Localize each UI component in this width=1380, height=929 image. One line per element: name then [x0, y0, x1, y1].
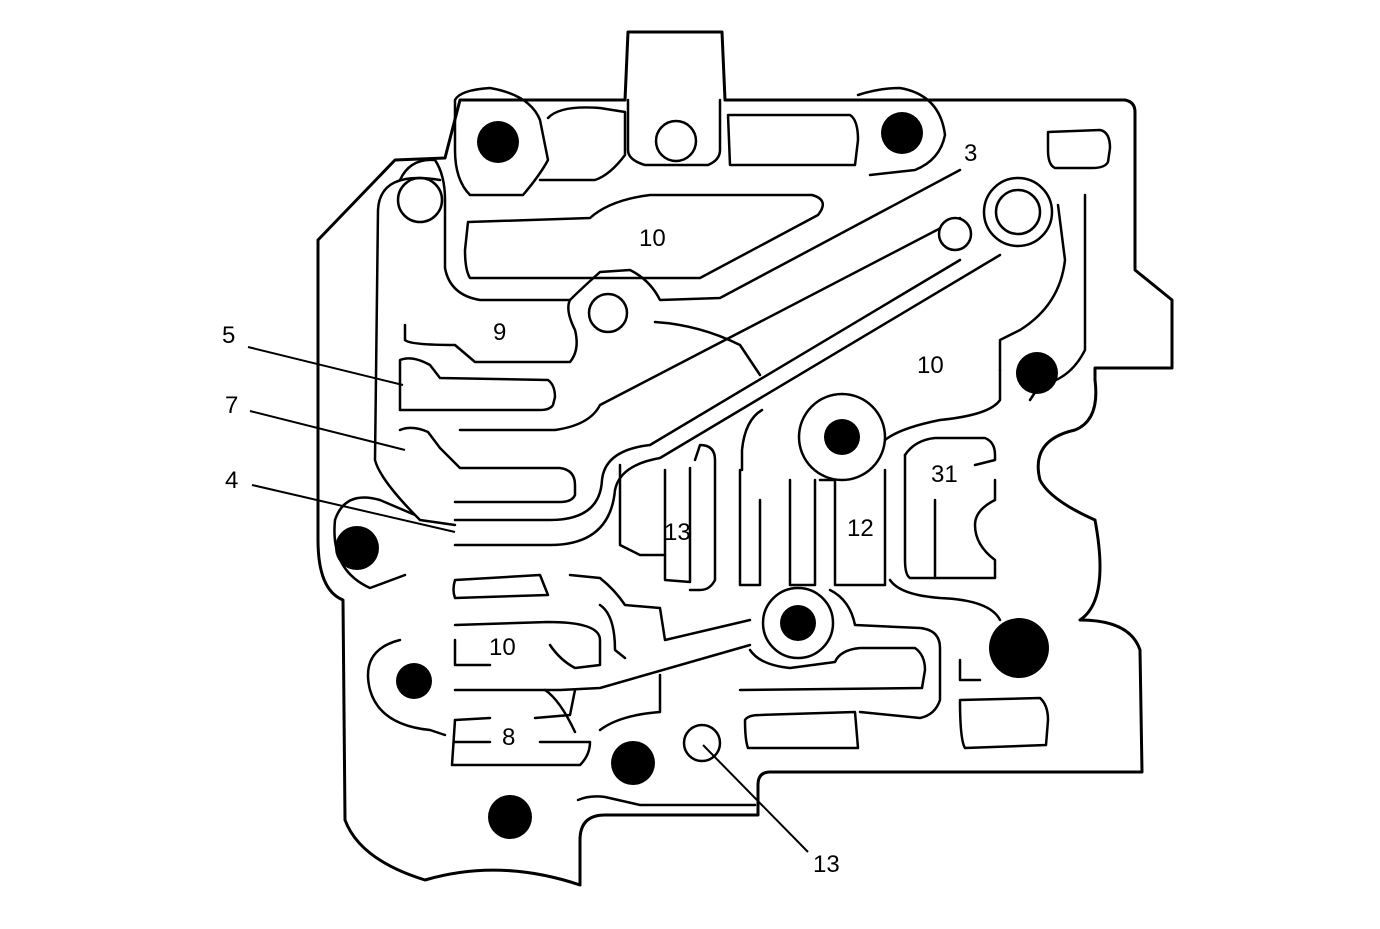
bolt-hole	[611, 741, 655, 785]
leader-line-4	[251, 484, 456, 533]
area-label-10-top: 10	[639, 225, 666, 252]
bolt-hole	[1016, 352, 1058, 394]
open-hole	[937, 216, 973, 252]
bolt-hole	[396, 663, 432, 699]
bolt-hole	[335, 526, 379, 570]
area-label-31: 31	[931, 461, 958, 488]
bolt-hole	[477, 121, 519, 163]
bolt-hole	[780, 605, 816, 641]
top-boss	[626, 98, 722, 167]
bolt-hole	[989, 618, 1049, 678]
leader-line-7	[249, 410, 406, 451]
area-label-8: 8	[502, 724, 515, 751]
area-label-12: 12	[847, 515, 874, 542]
leader-line-13	[702, 744, 809, 853]
passages	[333, 86, 1112, 807]
casting-outline	[316, 30, 1174, 887]
callout-7: 7	[225, 392, 238, 419]
area-label-3: 3	[964, 140, 977, 167]
callout-13-bottom: 13	[813, 851, 840, 878]
area-label-9: 9	[493, 319, 506, 346]
leader-line-5	[247, 346, 404, 386]
area-label-10-right: 10	[917, 352, 944, 379]
callout-5: 5	[222, 322, 235, 349]
top-boss-hole	[654, 119, 698, 163]
area-label-10-lower-left: 10	[489, 634, 516, 661]
open-hole	[994, 188, 1042, 236]
bolt-hole	[488, 795, 532, 839]
bolt-holes	[335, 112, 1058, 839]
callout-4: 4	[225, 467, 238, 494]
area-label-13-center: 13	[664, 519, 691, 546]
bolt-hole	[881, 112, 923, 154]
bolt-hole	[824, 419, 860, 455]
